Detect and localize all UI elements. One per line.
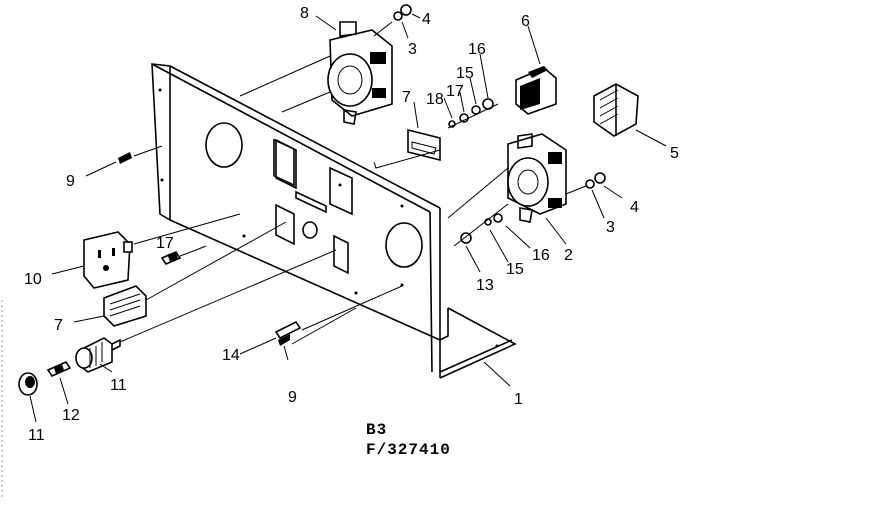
callout-labels: 8 4 3 6 16 15 7 18 17 5 9 4 3 2 16 15 13… bbox=[24, 5, 679, 444]
alignment-lines bbox=[119, 21, 587, 345]
nut-washer-top bbox=[393, 4, 412, 21]
duplex-outlet bbox=[83, 231, 133, 289]
control-panel bbox=[151, 63, 517, 379]
callout-4-right: 4 bbox=[630, 199, 639, 216]
fuse bbox=[46, 360, 72, 378]
receptacle-top bbox=[327, 21, 393, 125]
nut-washer-right bbox=[585, 172, 606, 189]
callout-3-right: 3 bbox=[606, 219, 615, 236]
callout-7-top: 7 bbox=[402, 89, 411, 106]
hardware-small-right bbox=[460, 213, 503, 244]
diagram-caption: B3 F/327410 bbox=[366, 421, 451, 459]
callout-9-left: 9 bbox=[66, 173, 75, 190]
screw-left bbox=[118, 152, 132, 164]
callout-18: 18 bbox=[426, 91, 444, 108]
callout-15-right: 15 bbox=[506, 261, 524, 278]
caption-line-2: F/327410 bbox=[366, 441, 451, 459]
callout-11-left: 11 bbox=[28, 427, 45, 444]
callout-10: 10 bbox=[24, 271, 42, 288]
fuse-cap bbox=[18, 372, 38, 396]
meter-plate-bottom bbox=[103, 285, 147, 327]
callout-12: 12 bbox=[62, 407, 80, 424]
callout-14: 14 bbox=[222, 347, 240, 364]
caption-line-1: B3 bbox=[366, 421, 387, 439]
callout-15-top: 15 bbox=[456, 65, 474, 82]
callout-7-left: 7 bbox=[54, 317, 63, 334]
fuse-holder bbox=[75, 337, 121, 373]
screw-bottom bbox=[274, 320, 302, 346]
callout-11-right: 11 bbox=[110, 377, 127, 394]
circuit-breaker bbox=[593, 83, 639, 137]
callout-9-bottom: 9 bbox=[288, 389, 297, 406]
callout-16-top: 16 bbox=[468, 41, 486, 58]
callout-17-left: 17 bbox=[156, 235, 174, 252]
rocker-switch bbox=[515, 66, 557, 115]
receptacle-right bbox=[507, 133, 567, 223]
leader-lines bbox=[29, 13, 667, 423]
callout-13: 13 bbox=[476, 277, 494, 294]
meter-plate-top bbox=[407, 128, 441, 162]
callout-6: 6 bbox=[521, 13, 530, 30]
callout-4-top: 4 bbox=[422, 11, 431, 28]
callout-2: 2 bbox=[564, 247, 573, 264]
callout-1: 1 bbox=[514, 391, 523, 408]
callout-5: 5 bbox=[670, 145, 679, 162]
callout-8: 8 bbox=[300, 5, 309, 22]
callout-17-top: 17 bbox=[446, 83, 464, 100]
callout-3-top: 3 bbox=[408, 41, 417, 58]
pilot-lamp bbox=[160, 245, 207, 265]
hardware-small-top bbox=[448, 98, 494, 128]
callout-16-right: 16 bbox=[532, 247, 550, 264]
